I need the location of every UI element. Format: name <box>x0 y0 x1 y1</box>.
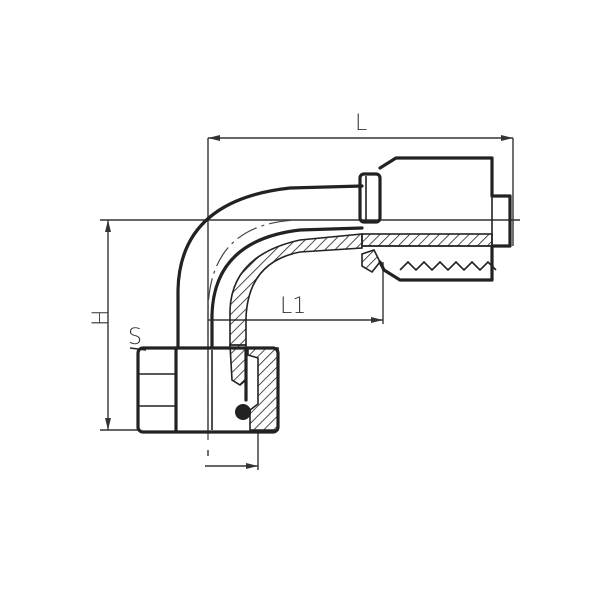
dimension-label-h: H <box>89 309 114 326</box>
bend-inner-contour <box>210 226 364 350</box>
bend-section-hatch <box>229 233 363 346</box>
dimension-label-s: S <box>128 325 142 350</box>
o-ring <box>235 404 251 420</box>
body-section-hatch <box>229 344 247 386</box>
ferrule <box>358 156 512 282</box>
bend-centerline <box>207 219 520 440</box>
dimension-bottom <box>205 432 259 470</box>
bend-outer-contour <box>176 184 364 350</box>
dimension-l <box>207 135 514 430</box>
nut-section-hatch <box>247 347 279 431</box>
hex-nut <box>136 346 280 434</box>
dimension-label-l1: L1 <box>280 294 306 319</box>
dimension-label-l: L <box>355 111 367 136</box>
